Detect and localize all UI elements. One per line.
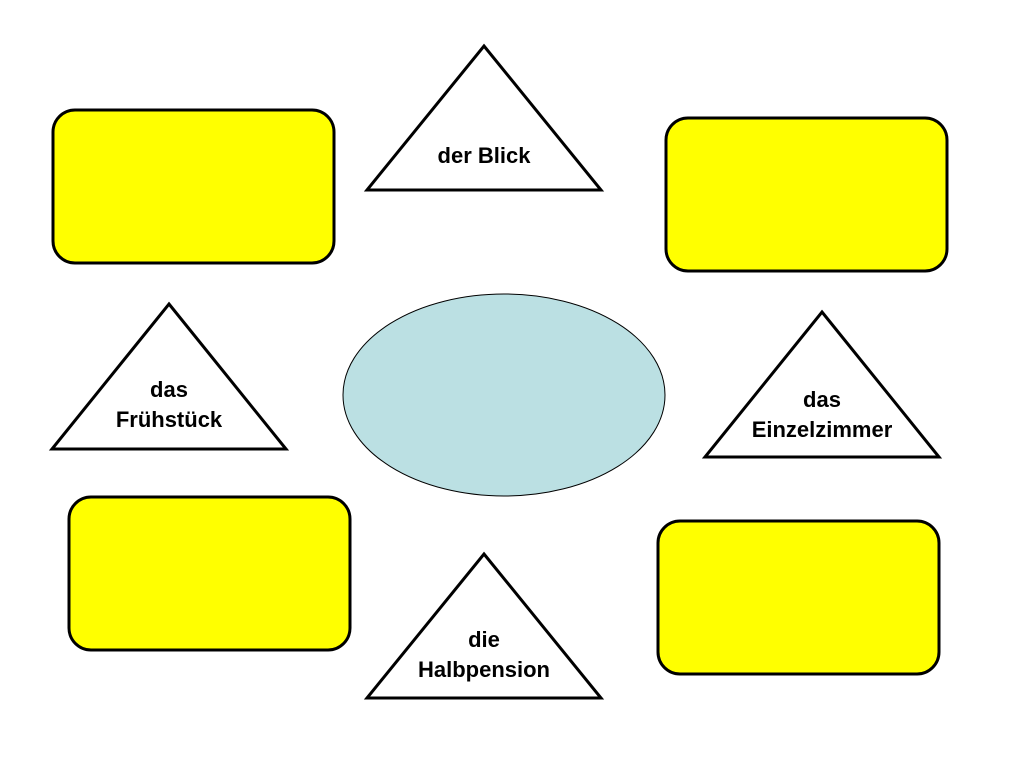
answer-box-bottom-left bbox=[67, 495, 352, 652]
triangle-right-label-line2: Einzelzimmer bbox=[752, 417, 893, 442]
answer-box-top-left bbox=[51, 108, 336, 265]
answer-box-bottom-right bbox=[656, 519, 941, 676]
answer-box-top-right bbox=[664, 116, 949, 273]
triangle-bottom-label-line1: die bbox=[468, 627, 500, 652]
triangle-left bbox=[48, 301, 290, 451]
triangle-bottom bbox=[363, 551, 605, 700]
triangle-left-label-line1: das bbox=[150, 377, 188, 402]
triangle-bottom-label-line2: Halbpension bbox=[418, 657, 550, 682]
triangle-right bbox=[701, 309, 943, 459]
triangle-top bbox=[363, 43, 605, 192]
triangle-right-label-line1: das bbox=[803, 387, 841, 412]
triangle-left-label-line2: Frühstück bbox=[116, 407, 223, 432]
triangle-top-label: der Blick bbox=[438, 143, 532, 168]
center-ellipse bbox=[342, 293, 666, 497]
